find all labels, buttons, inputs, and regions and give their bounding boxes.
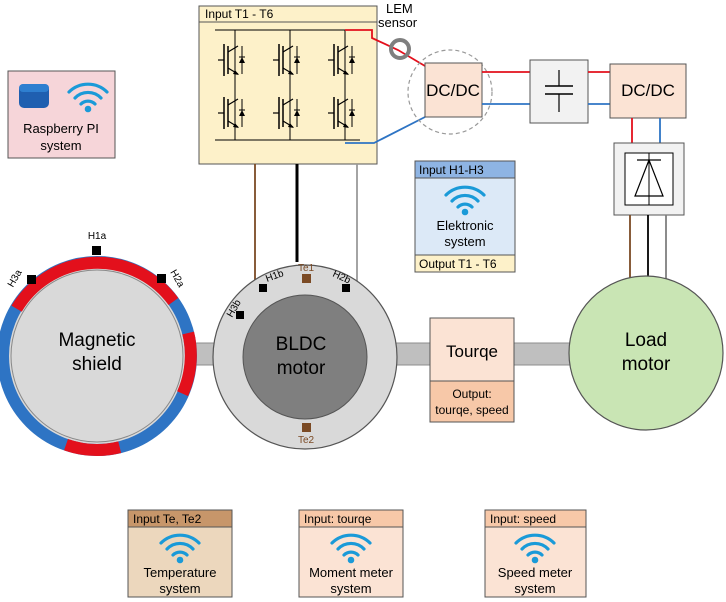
temperature-label-1: Temperature bbox=[144, 565, 217, 580]
moment-meter-system: Input: tourqe Moment meter system bbox=[298, 509, 404, 598]
speed-meter-system: Input: speed Speed meter system bbox=[484, 509, 587, 598]
load-motor: Load motor bbox=[568, 275, 724, 431]
speed-header-label: Input: speed bbox=[490, 512, 556, 526]
torque-output-label-1: Output: bbox=[452, 387, 491, 401]
shield-label-1: Magnetic bbox=[58, 330, 135, 351]
bldc-sensor-h2 bbox=[342, 284, 350, 292]
elektronic-label-1: Elektronic bbox=[436, 218, 494, 233]
rectifier-icon bbox=[624, 152, 674, 206]
shield-ring-red-bottom bbox=[64, 438, 122, 456]
lem-sensor-icon bbox=[389, 38, 411, 60]
dcdc-enclosure bbox=[407, 49, 493, 135]
shield-sensor-h2-label: H2a bbox=[167, 268, 186, 290]
speed-label-2: system bbox=[514, 581, 555, 596]
shield-label-2: shield bbox=[72, 354, 122, 375]
inverter-header-label: Input T1 - T6 bbox=[205, 7, 274, 21]
elektronic-footer-label: Output T1 - T6 bbox=[419, 257, 497, 271]
shield-sensor-h3-label: H3a bbox=[6, 268, 25, 290]
dc-negative-line bbox=[345, 116, 426, 144]
shaft-torque-load bbox=[513, 342, 577, 366]
moment-label-2: system bbox=[330, 581, 371, 596]
raspberry-chip-icon bbox=[19, 84, 49, 108]
bldc-sensor-te2 bbox=[302, 423, 311, 432]
elektronic-system: Input H1-H3 Elektronic system Output T1 … bbox=[414, 160, 516, 273]
bldc-sensor-te2-label: Te2 bbox=[298, 435, 315, 446]
bldc-motor: BLDC motor H1b H2b H3b Te1 Te2 bbox=[212, 263, 398, 450]
dcdc-left-label: DC/DC bbox=[426, 81, 480, 100]
elektronic-header-label: Input H1-H3 bbox=[419, 163, 484, 177]
bldc-sensor-h3 bbox=[236, 311, 244, 319]
shield-ring-red-right bbox=[177, 331, 197, 397]
bldc-label-2: motor bbox=[277, 358, 326, 379]
raspberry-label-1: Raspberry PI bbox=[23, 121, 99, 136]
shield-sensor-h3 bbox=[27, 275, 36, 284]
load-label-2: motor bbox=[622, 354, 671, 375]
shield-sensor-h1 bbox=[92, 246, 101, 255]
bldc-sensor-h1 bbox=[259, 284, 267, 292]
dcdc-right-label: DC/DC bbox=[621, 81, 675, 100]
load-label-1: Load bbox=[625, 330, 667, 351]
elektronic-footer bbox=[414, 254, 516, 273]
inverter-block: Input T1 - T6 bbox=[198, 5, 378, 165]
shaft-bldc-torque bbox=[392, 342, 432, 366]
moment-label-1: Moment meter bbox=[309, 565, 393, 580]
temperature-label-2: system bbox=[159, 581, 200, 596]
shield-ring-red-top bbox=[11, 256, 179, 312]
shield-sensor-h2 bbox=[157, 274, 166, 283]
torque-sensor: Tourqe Output: tourqe, speed bbox=[429, 317, 515, 423]
bldc-sensor-te1 bbox=[302, 274, 311, 283]
shield-sensor-h1-label: H1a bbox=[88, 231, 107, 242]
bldc-label-1: BLDC bbox=[276, 334, 327, 355]
speed-label-1: Speed meter bbox=[498, 565, 573, 580]
raspberry-pi-system: Raspberry PI system bbox=[7, 70, 116, 159]
temperature-system: Input Te, Te2 Temperature system bbox=[127, 509, 233, 598]
elektronic-label-2: system bbox=[444, 234, 485, 249]
dcdc-right-box bbox=[609, 63, 687, 119]
capacitor-icon bbox=[545, 70, 573, 112]
torque-output-box bbox=[429, 380, 515, 423]
torque-output-label-2: tourqe, speed bbox=[435, 403, 508, 417]
capacitor-box bbox=[529, 59, 589, 124]
raspberry-label-2: system bbox=[40, 138, 81, 153]
torque-label: Tourqe bbox=[446, 342, 498, 361]
magnetic-shield: Magnetic shield H1a H2a H3a bbox=[0, 231, 197, 456]
moment-header-label: Input: tourqe bbox=[304, 512, 372, 526]
lem-sensor-label-2: sensor bbox=[378, 15, 418, 30]
temperature-header-label: Input Te, Te2 bbox=[133, 512, 202, 526]
dcdc-left-box bbox=[424, 62, 483, 118]
bldc-sensor-te1-label: Te1 bbox=[298, 263, 315, 274]
lem-sensor-label-1: LEM bbox=[386, 1, 413, 16]
